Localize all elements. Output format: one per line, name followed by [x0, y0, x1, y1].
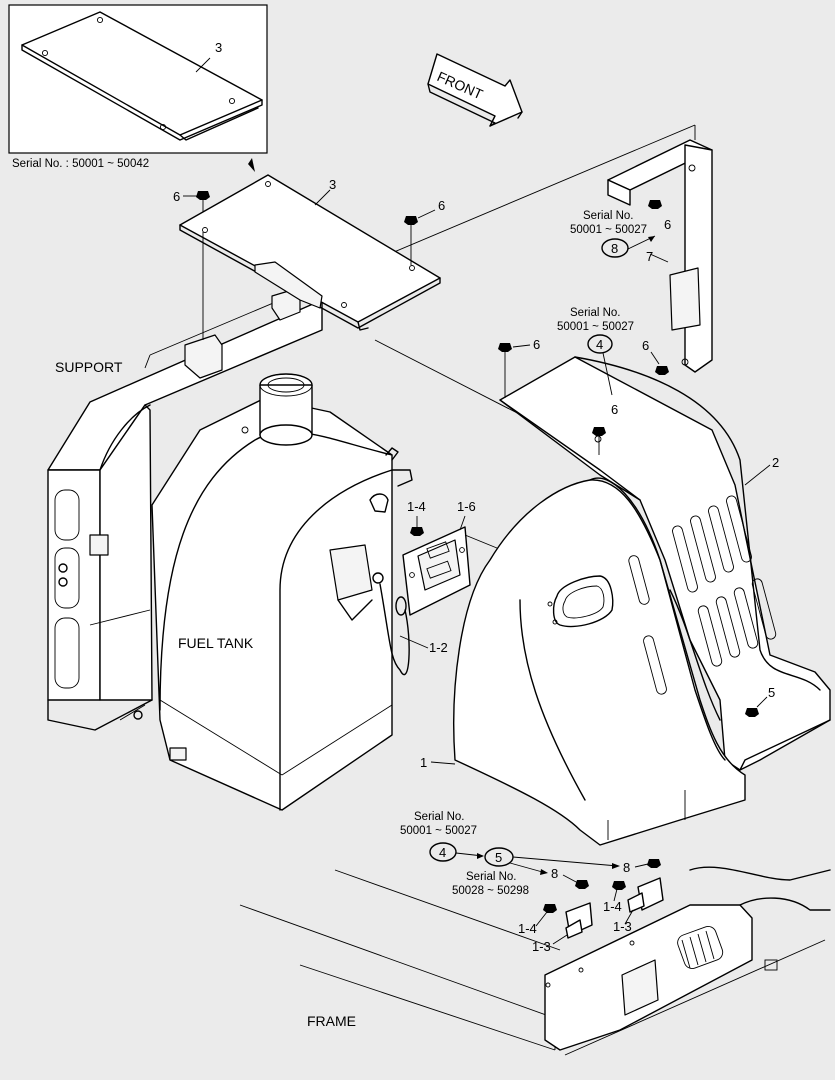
leader-1-3-right: [624, 909, 634, 925]
callout-1-4-upper: 1-4: [407, 499, 426, 514]
bracket-circled-8: [601, 238, 629, 258]
callout-6-top-left: 6: [173, 189, 180, 204]
callout-8-right: 8: [623, 860, 630, 875]
lower-serial-b-range: 50028 ~ 50298: [452, 885, 529, 897]
support-label: SUPPORT: [55, 359, 123, 375]
leader-6-cover-left: [512, 344, 531, 348]
support-structure: [47, 289, 323, 731]
leader-5: [756, 696, 768, 708]
cover-2-vents: [672, 495, 777, 667]
lower-circled-4-text: 4: [439, 845, 446, 860]
callout-6-top-right: 6: [438, 198, 445, 213]
fuel-tank-label: FUEL TANK: [178, 635, 254, 651]
bracket-serial-title: Serial No.: [583, 210, 634, 222]
part-3-cover-plate: [179, 174, 441, 331]
callout-1-2: 1-2: [429, 640, 448, 655]
leader-8-mid: [562, 874, 579, 884]
front-direction-arrow: FRONT: [427, 53, 523, 127]
lower-arrowhead-4: [477, 853, 484, 859]
callout-2: 2: [772, 455, 779, 470]
bracket-serial-arrowhead: [648, 236, 655, 242]
bracket-circled-8-text: 8: [611, 241, 618, 256]
callout-3: 3: [329, 177, 336, 192]
part-1-6-switch-module: [402, 526, 601, 616]
lower-leader-5-mid: [509, 862, 547, 874]
fuel-tank: [151, 373, 413, 811]
part-1-3-bracket-right: [612, 859, 664, 913]
callout-6-cover-mid: 6: [611, 402, 618, 417]
callout-6-bracket-bottom: 6: [642, 338, 649, 353]
leader-8-right: [634, 863, 649, 868]
callout-1-3-left: 1-3: [532, 939, 551, 954]
leader-6-bracket-bottom: [650, 351, 660, 365]
inset-pointer-arrow: [248, 158, 255, 172]
leader-1-2: [399, 635, 429, 649]
part-2-rear-cover: [499, 356, 831, 771]
part-1-front-hood: [453, 477, 746, 846]
callout-5: 5: [768, 685, 775, 700]
callout-1-6: 1-6: [457, 499, 476, 514]
lower-leader-5-right: [512, 856, 619, 867]
bolt-6-top-left: [183, 191, 210, 340]
leader-1-4-right: [613, 888, 618, 902]
bracket-serial-range: 50001 ~ 50027: [570, 224, 647, 236]
frame-label: FRAME: [307, 1013, 356, 1029]
cover-circled-4-text: 4: [596, 337, 603, 352]
leader-1-3-left: [552, 934, 568, 945]
bolt-6-cover-left: [498, 343, 512, 352]
inset-serial-label: Serial No. : 50001 ~ 50042: [12, 158, 149, 170]
callout-1-3-right: 1-3: [613, 919, 632, 934]
bolt-1-4-upper: [410, 527, 424, 536]
cover-serial-leader: [602, 352, 613, 396]
bolt-6-cover-mid: [592, 427, 606, 436]
callout-1: 1: [420, 755, 427, 770]
lower-circled-5-text: 5: [495, 850, 502, 865]
part-7-bracket: [607, 139, 713, 375]
leader-1: [430, 761, 456, 765]
leader-2: [744, 464, 771, 486]
callout-1-4-left: 1-4: [518, 921, 537, 936]
callout-6-bracket-top: 6: [664, 217, 671, 232]
leader-1-6: [459, 515, 466, 531]
frame-base: [544, 866, 831, 1051]
lower-circled-4: [429, 842, 457, 862]
leader-1-4-left: [535, 911, 548, 927]
callout-8-mid: 8: [551, 866, 558, 881]
lower-arrowhead-5-mid: [540, 869, 548, 875]
bolt-6-top-right: [404, 209, 436, 265]
lower-serial-b-title: Serial No.: [466, 871, 517, 883]
cover-circled-4: [587, 334, 613, 354]
cover-serial-range: 50001 ~ 50027: [557, 321, 634, 333]
lower-arrowhead-5-right: [612, 863, 620, 869]
inset-callout-3: 3: [215, 40, 222, 55]
part-1-3-bracket-left: [543, 880, 593, 939]
callout-6-cover-left: 6: [533, 337, 540, 352]
callout-7: 7: [646, 249, 653, 264]
callout-1-4-right: 1-4: [603, 899, 622, 914]
lower-serial-a-title: Serial No.: [414, 811, 465, 823]
cover-serial-title: Serial No.: [570, 307, 621, 319]
inset-panel: 3 Serial No. : 50001 ~ 50042: [8, 4, 268, 172]
lower-serial-a-range: 50001 ~ 50027: [400, 825, 477, 837]
